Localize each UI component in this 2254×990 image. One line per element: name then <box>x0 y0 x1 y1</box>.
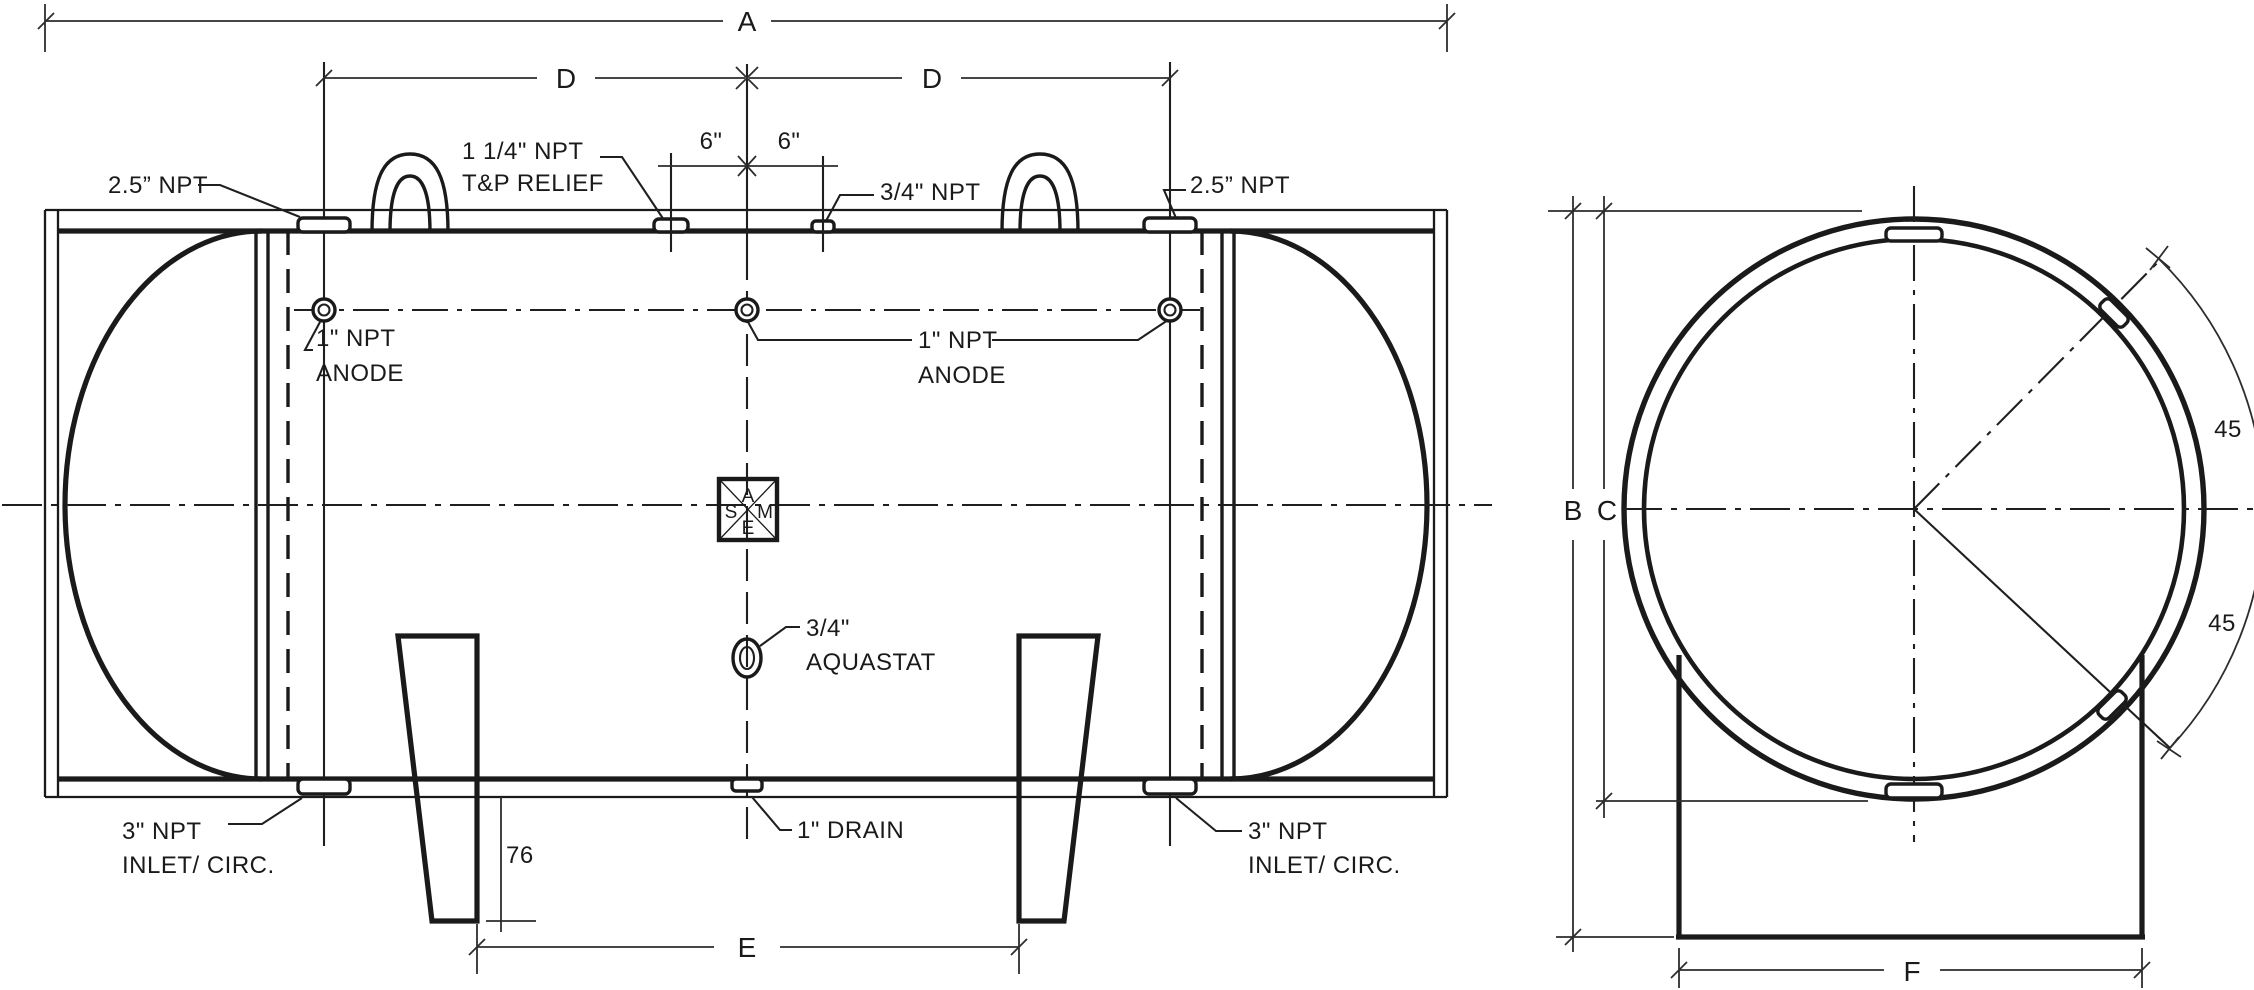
anode-mid-label-line1: 1" NPT <box>918 327 998 354</box>
dim-a-label: A <box>738 6 757 37</box>
support-leg-right <box>1016 633 1101 924</box>
dim-six-right-label: 6" <box>778 128 801 155</box>
angle-45-lower-label: 45 <box>2208 610 2236 637</box>
anode-mid-leader-right <box>992 319 1169 342</box>
angle-arc-tick-bottom <box>2156 736 2182 760</box>
npt25-left-label: 2.5” NPT <box>108 172 208 199</box>
radial-45-upper <box>1913 257 2163 510</box>
anode-port-right <box>1157 297 1183 323</box>
support-leg-left <box>395 633 480 924</box>
tp-relief-leader <box>600 155 665 221</box>
end-bottom-coupling <box>1884 782 1944 800</box>
npt25-right-leader <box>1162 188 1186 219</box>
npt25-coupling-right <box>1142 216 1198 234</box>
asme-letter-e: E <box>742 518 755 539</box>
npt25-coupling-left <box>296 216 352 234</box>
dim-c: C <box>1595 196 1868 818</box>
lifting-lug-left <box>370 152 450 233</box>
anode-port-middle <box>734 297 760 323</box>
dim-d-right-label: D <box>922 63 942 94</box>
aquastat-port <box>731 637 763 679</box>
dim-76: 76 <box>486 797 536 932</box>
aquastat-leader <box>759 625 800 647</box>
inlet-right-leader <box>1175 797 1242 833</box>
inlet-coupling-right <box>1142 777 1198 796</box>
dim-d: D D <box>315 63 1179 94</box>
tp-relief-label-line1: 1 1/4" NPT <box>462 138 584 165</box>
angle-arc-tick-top <box>2145 245 2171 271</box>
aquastat-label-line2: AQUASTAT <box>806 649 936 676</box>
drain-leader <box>751 796 792 832</box>
anode-left-label-line1: 1" NPT <box>316 325 396 352</box>
asme-letter-a: A <box>742 486 755 507</box>
dim-d-left-label: D <box>556 63 576 94</box>
dim-76-label: 76 <box>506 842 534 869</box>
drain-coupling <box>730 777 764 793</box>
dim-f-label: F <box>1903 956 1920 987</box>
inlet-right-label-line2: INLET/ CIRC. <box>1248 852 1401 879</box>
inlet-left-leader <box>228 797 303 826</box>
dim-e-label: E <box>738 932 757 963</box>
anode-port-left <box>311 297 337 323</box>
anode-left-leader <box>303 321 321 352</box>
side-view: A S M E A D D 6" 6" 76 <box>2 4 1492 974</box>
inlet-coupling-left <box>296 777 352 796</box>
npt34-label: 3/4" NPT <box>880 179 981 206</box>
npt34-leader <box>825 193 874 222</box>
aquastat-label-line1: 3/4" <box>806 615 850 642</box>
dim-b-label: B <box>1564 495 1583 526</box>
radial-45-lower <box>1913 508 2171 749</box>
npt25-left-leader <box>198 183 301 218</box>
inlet-right-label-line1: 3" NPT <box>1248 818 1328 845</box>
asme-stamp: A S M E <box>716 476 780 543</box>
dim-f: F <box>1670 948 2151 988</box>
dim-b: B <box>1548 196 1862 952</box>
asme-letter-m: M <box>757 502 773 523</box>
anode-left-label-line2: ANODE <box>316 360 404 387</box>
anode-mid-leader-left <box>747 321 912 342</box>
tp-relief-label-line2: T&P RELIEF <box>462 170 604 197</box>
inlet-left-label-line1: 3" NPT <box>122 818 202 845</box>
drain-label: 1" DRAIN <box>797 817 904 844</box>
dim-e: E <box>468 924 1028 974</box>
dim-a: A <box>37 4 1456 52</box>
npt25-right-label: 2.5” NPT <box>1190 172 1290 199</box>
asme-letter-s: S <box>725 502 738 523</box>
inlet-left-label-line2: INLET/ CIRC. <box>122 852 275 879</box>
angle-45-upper-label: 45 <box>2214 416 2242 443</box>
angle-dim-arc <box>2157 257 2254 750</box>
end-45-fitting-upper <box>2098 297 2130 329</box>
left-head-arc <box>62 228 263 782</box>
dim-c-label: C <box>1597 495 1617 526</box>
end-45-fitting-lower <box>2096 689 2128 721</box>
anode-mid-label-line2: ANODE <box>918 362 1006 389</box>
lifting-lug-right <box>1000 152 1080 233</box>
dim-six: 6" 6" <box>658 128 838 252</box>
dim-six-left-label: 6" <box>700 128 723 155</box>
end-view: 45 45 B C F <box>1548 186 2254 988</box>
end-top-coupling <box>1884 226 1944 243</box>
